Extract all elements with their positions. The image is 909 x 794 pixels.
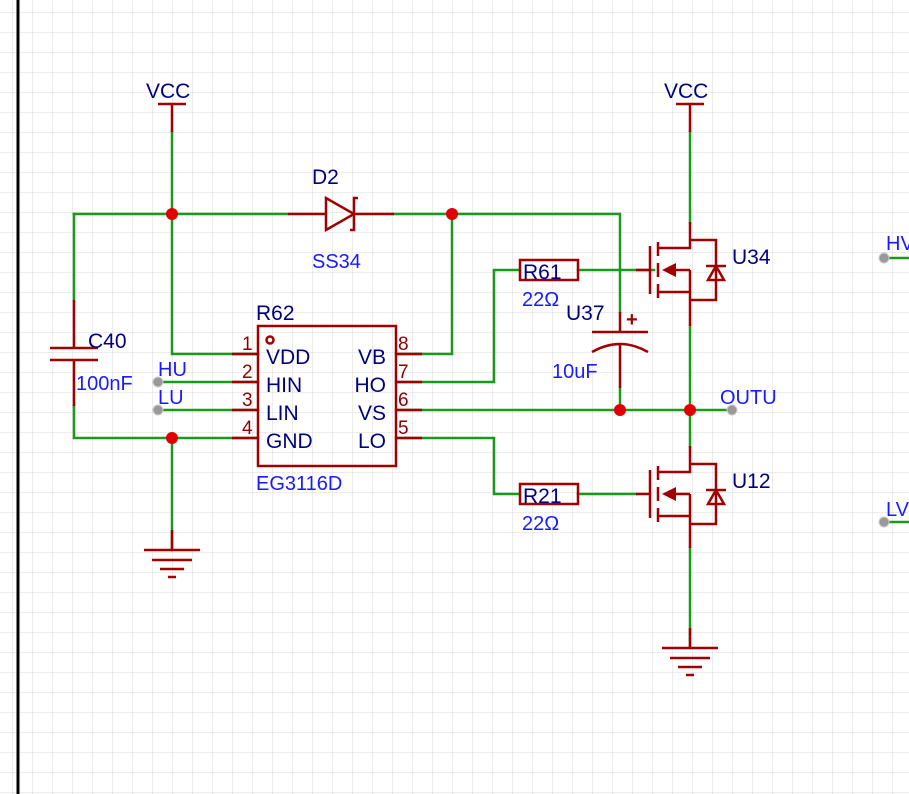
- ic-pin-7-number: 7: [398, 362, 409, 383]
- ic-pin-1[interactable]: 1 VDD: [232, 334, 310, 369]
- port-hv[interactable]: HV: [878, 233, 909, 264]
- r21-value: 22Ω: [522, 513, 559, 535]
- ic-pin-8[interactable]: 8 VB: [358, 334, 422, 369]
- ic-pin-2[interactable]: 2 HIN: [232, 362, 302, 397]
- ic-pin-4[interactable]: 4 GND: [232, 418, 313, 453]
- junction-dot: [166, 432, 178, 444]
- mosfet-u12[interactable]: U12: [636, 446, 771, 548]
- vcc-left-symbol: VCC: [146, 80, 190, 132]
- r21-designator: R21: [523, 485, 562, 508]
- d2-value: SS34: [312, 251, 361, 273]
- ic-pin-7[interactable]: 7 HO: [355, 362, 423, 397]
- ic-pin-6-number: 6: [398, 390, 409, 411]
- port-hu[interactable]: HU: [152, 359, 187, 388]
- capacitor-u37[interactable]: + U37 10uF: [552, 302, 649, 388]
- vcc-right-label: VCC: [664, 80, 708, 103]
- ic-part: EG3116D: [256, 473, 342, 495]
- port-outu[interactable]: OUTU: [720, 387, 777, 416]
- resistor-r21[interactable]: R21 22Ω: [518, 482, 580, 535]
- u34-designator: U34: [732, 246, 771, 269]
- ic-pin-4-number: 4: [242, 418, 253, 439]
- junction-dot: [166, 208, 178, 220]
- ic-pin-8-number: 8: [398, 334, 409, 355]
- port-lu[interactable]: LU: [152, 387, 184, 416]
- ic-pin-4-name: GND: [266, 430, 313, 453]
- junction-dot: [684, 404, 696, 416]
- c40-designator: C40: [88, 330, 127, 353]
- ic-pin-5-name: LO: [358, 430, 386, 453]
- ic-pin-3[interactable]: 3 LIN: [232, 390, 299, 425]
- u37-value: 10uF: [552, 361, 598, 383]
- junction-dot: [614, 404, 626, 416]
- port-hv-label: HV: [886, 233, 909, 255]
- mosfet-u34[interactable]: U34: [636, 222, 771, 326]
- ic-eg3116d[interactable]: R62 EG3116D 1 VDD 2 HIN 3 LIN 4 GND 8 VB: [232, 302, 422, 495]
- capacitor-c40[interactable]: C40 100nF: [50, 300, 133, 406]
- d2-designator: D2: [312, 166, 339, 189]
- diode-d2[interactable]: D2 SS34: [288, 166, 394, 273]
- r61-designator: R61: [523, 261, 562, 284]
- vcc-left-label: VCC: [146, 80, 190, 103]
- port-lv[interactable]: LV: [878, 499, 909, 528]
- port-lu-label: LU: [158, 387, 184, 409]
- r61-value: 22Ω: [522, 289, 559, 311]
- ic-pin-6[interactable]: 6 VS: [358, 390, 422, 425]
- resistor-r61[interactable]: R61 22Ω: [518, 258, 580, 311]
- port-outu-label: OUTU: [720, 387, 777, 409]
- u37-designator: U37: [566, 302, 605, 325]
- ic-pin-6-name: VS: [358, 402, 386, 425]
- ground-left-symbol: [144, 530, 200, 579]
- u12-designator: U12: [732, 470, 771, 493]
- ic-pin-2-number: 2: [242, 362, 253, 383]
- ic-pin-2-name: HIN: [266, 374, 302, 397]
- port-lv-label: LV: [886, 499, 909, 521]
- c40-value: 100nF: [76, 373, 133, 395]
- ic-pin-3-name: LIN: [266, 402, 299, 425]
- vcc-right-symbol: VCC: [664, 80, 708, 132]
- ic-pin-7-name: HO: [355, 374, 387, 397]
- ic-pin-3-number: 3: [242, 390, 253, 411]
- junction-dot: [446, 208, 458, 220]
- ic-pin-8-name: VB: [358, 346, 386, 369]
- ic-pin-1-number: 1: [242, 334, 253, 355]
- ic-pin-1-name: VDD: [266, 346, 310, 369]
- ic-pin-5-number: 5: [398, 418, 409, 439]
- u37-polarity: +: [626, 309, 638, 331]
- junctions: [166, 208, 696, 444]
- ic-pin-5[interactable]: 5 LO: [358, 418, 422, 453]
- ground-right-symbol: [662, 628, 718, 677]
- ic-designator: R62: [256, 302, 295, 325]
- port-hu-label: HU: [158, 359, 187, 381]
